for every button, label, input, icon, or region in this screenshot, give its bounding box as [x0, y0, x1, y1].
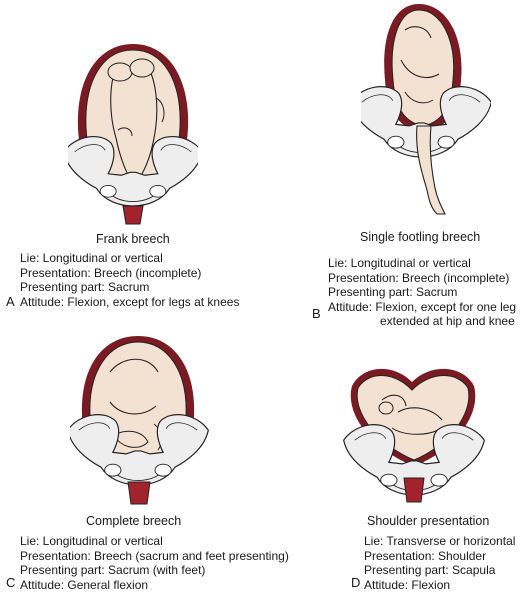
detail-line: Presentation: Breech (incomplete) — [20, 266, 239, 281]
panel-letter: B — [312, 306, 321, 321]
panel-details: Lie: Longitudinal or vertical Presentati… — [328, 256, 516, 329]
single-footling-breech-illustration — [361, 0, 491, 220]
frank-breech-illustration — [68, 38, 198, 226]
detail-line: Attitude: Flexion — [364, 578, 515, 592]
detail-line: Attitude: General flexion — [20, 578, 289, 592]
panel-single-footling-breech: Single footling breech Lie: Longitudinal… — [261, 0, 523, 320]
detail-line: Presentation: Shoulder — [364, 549, 515, 564]
panel-details: Lie: Longitudinal or vertical Presentati… — [20, 251, 239, 309]
detail-line: Presenting part: Sacrum (with feet) — [20, 563, 289, 578]
complete-breech-illustration — [70, 332, 210, 510]
panel-title: Frank breech — [96, 232, 170, 246]
detail-line: Lie: Longitudinal or vertical — [20, 251, 239, 266]
detail-line: Attitude: Flexion, except for one leg — [328, 300, 516, 315]
panel-letter: C — [6, 575, 15, 590]
detail-line: Attitude: Flexion, except for legs at kn… — [20, 295, 239, 310]
panel-letter: A — [6, 294, 15, 309]
detail-line: Presenting part: Scapula — [364, 563, 515, 578]
detail-line: Presentation: Breech (incomplete) — [328, 271, 516, 286]
panel-complete-breech: Complete breech Lie: Longitudinal or ver… — [0, 320, 300, 591]
detail-line: Lie: Longitudinal or vertical — [328, 256, 516, 271]
panel-title: Complete breech — [86, 514, 181, 528]
detail-line: Presenting part: Sacrum — [20, 280, 239, 295]
panel-letter: D — [351, 575, 360, 590]
panel-frank-breech: Frank breech Lie: Longitudinal or vertic… — [0, 0, 261, 300]
panel-title: Shoulder presentation — [367, 514, 489, 528]
panel-shoulder-presentation: Shoulder presentation Lie: Transverse or… — [300, 320, 523, 591]
panel-details: Lie: Transverse or horizontal Presentati… — [364, 534, 515, 592]
detail-line: Presenting part: Sacrum — [328, 285, 516, 300]
panel-details: Lie: Longitudinal or vertical Presentati… — [20, 534, 289, 592]
panel-title: Single footling breech — [360, 230, 480, 244]
detail-line: Lie: Transverse or horizontal — [364, 534, 515, 549]
shoulder-presentation-illustration — [342, 356, 487, 506]
detail-line: Presentation: Breech (sacrum and feet pr… — [20, 549, 289, 564]
detail-line: Lie: Longitudinal or vertical — [20, 534, 289, 549]
